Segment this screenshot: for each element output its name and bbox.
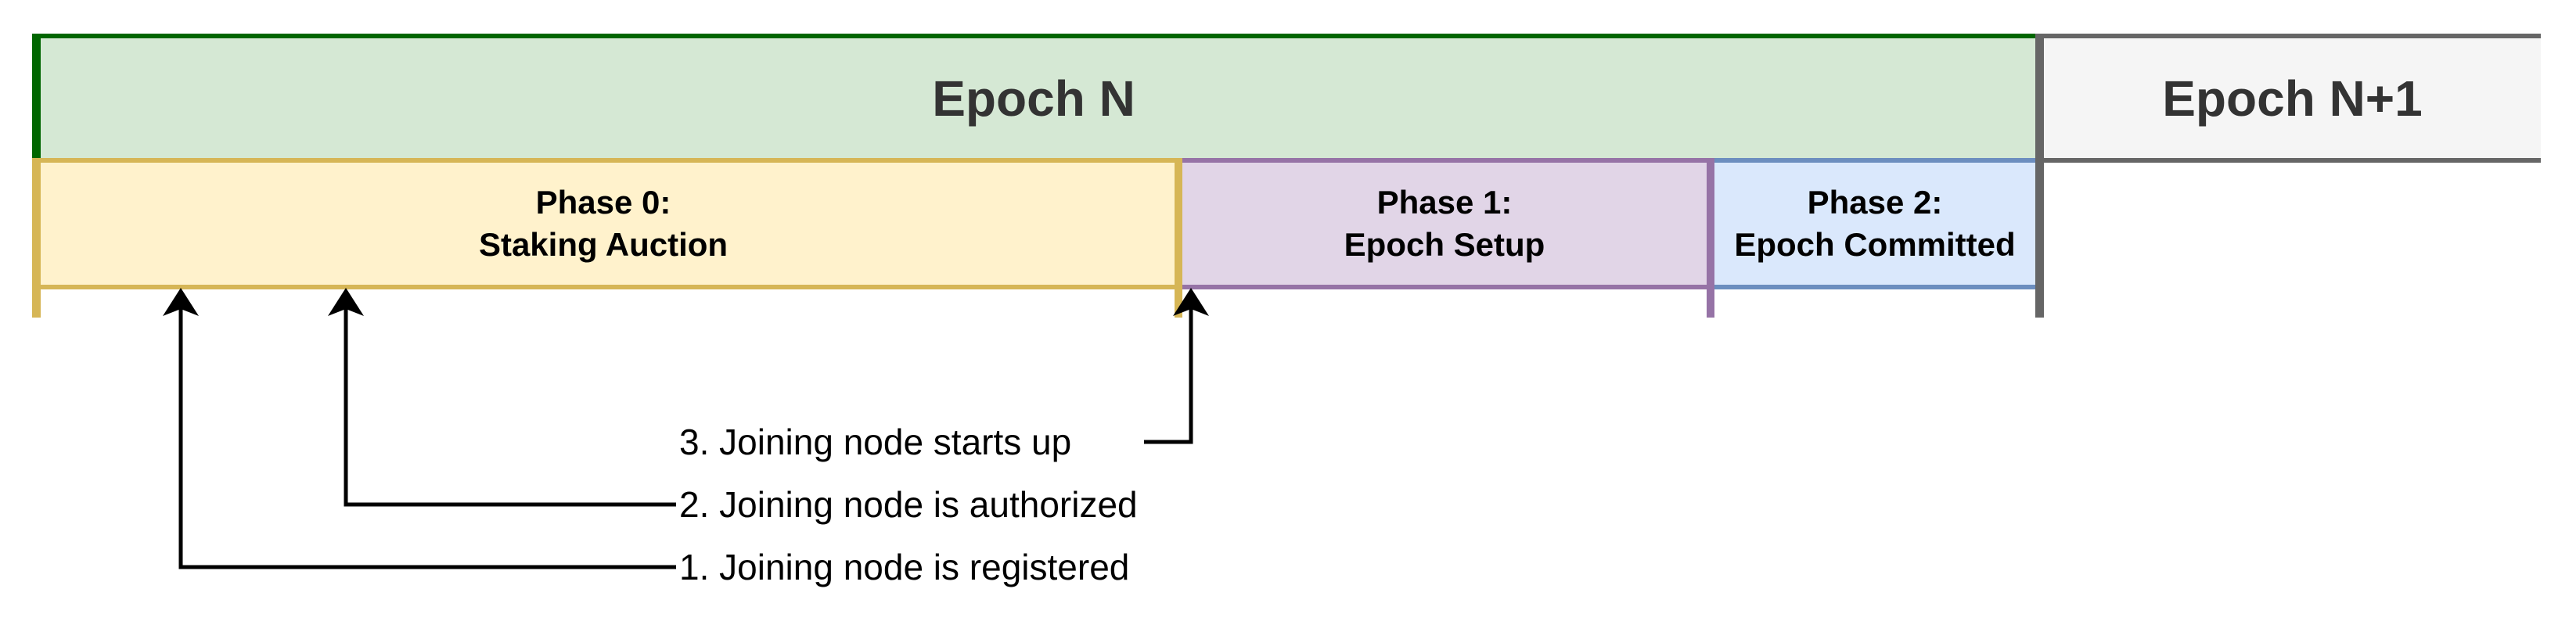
annotation-starts-up: 3. Joining node starts up: [679, 422, 1072, 462]
annotation-authorized: 2. Joining node is authorized: [679, 484, 1138, 525]
phase-1-2-boundary-line: [1707, 158, 1714, 318]
epoch-n-bar: Epoch N: [32, 34, 2035, 158]
phase-2-bar: Phase 2: Epoch Committed: [1714, 158, 2035, 289]
epoch-n-label: Epoch N: [932, 70, 1135, 127]
phase-0-bar: Phase 0: Staking Auction: [32, 158, 1175, 289]
phase-0-1-boundary-line: [1175, 158, 1182, 318]
arrow-node-authorized: [328, 288, 676, 507]
phase-1-subtitle: Epoch Setup: [1344, 226, 1545, 263]
phase-2-subtitle: Epoch Committed: [1734, 226, 2016, 263]
arrow-head-registered: [163, 288, 199, 316]
phase-1-title: Phase 1:: [1376, 184, 1513, 221]
phase-0-title: Phase 0:: [535, 184, 671, 221]
phase-1-bar: Phase 1: Epoch Setup: [1182, 158, 1707, 289]
arrow-line-starts-up: [1144, 309, 1193, 444]
phase-0-subtitle: Staking Auction: [478, 226, 729, 263]
phase-2-title: Phase 2:: [1807, 184, 1943, 221]
phase-0-start-marker: [32, 158, 41, 318]
epoch-n1-bar: Epoch N+1: [2044, 34, 2541, 163]
epoch-n1-label: Epoch N+1: [2162, 70, 2423, 127]
arrow-head-authorized: [328, 288, 364, 316]
annotation-registered: 1. Joining node is registered: [679, 547, 1130, 587]
epoch-boundary-line: [2035, 34, 2044, 318]
arrow-node-registered: [163, 288, 676, 569]
arrow-line-authorized: [344, 309, 676, 507]
epoch-n-start-marker: [32, 34, 41, 160]
arrow-line-registered: [178, 309, 676, 569]
